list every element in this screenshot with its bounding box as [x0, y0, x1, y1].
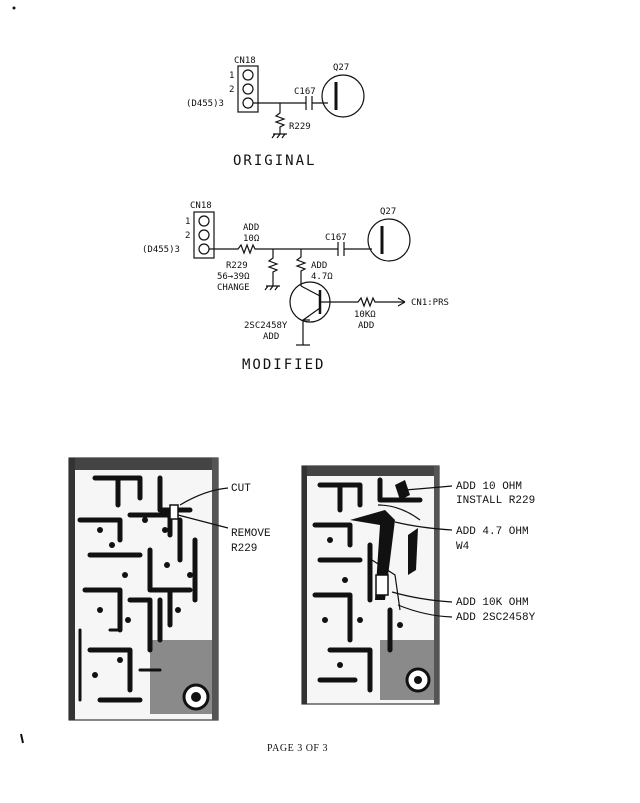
right-note-add-4p7ohm: ADD 4.7 OHM	[456, 526, 529, 538]
original-pin-3-label: (D455)3	[186, 99, 224, 109]
original-connector-label: CN18	[234, 56, 256, 66]
original-r229-label: R229	[289, 122, 311, 132]
original-c167-label: C167	[294, 87, 316, 97]
modified-r229-symbol	[264, 249, 280, 291]
modified-pin-1-label: 1	[185, 217, 190, 227]
modified-10k-symbol	[320, 296, 405, 308]
left-note-r229: R229	[231, 543, 257, 555]
modified-r229-change: CHANGE	[217, 283, 250, 293]
left-note-remove: REMOVE	[231, 528, 271, 540]
modified-2sc2458y-label: 2SC2458Y	[244, 321, 288, 331]
modified-caption: MODIFIED	[242, 357, 325, 373]
original-caption: ORIGINAL	[233, 153, 316, 169]
original-q27-label: Q27	[333, 63, 349, 73]
right-board-photo	[301, 465, 453, 705]
modified-add-10ohm-line1: ADD	[243, 223, 259, 233]
modified-add-4p7ohm-line1: ADD	[311, 261, 327, 271]
original-q27-symbol	[321, 74, 365, 118]
modified-connector-pin-2	[198, 229, 210, 241]
modified-add-10ohm-line2: 10Ω	[243, 234, 260, 244]
original-connector-pin-3	[242, 97, 254, 109]
page-footer: PAGE 3 OF 3	[267, 743, 328, 754]
modified-pin-3-label: (D455)3	[142, 245, 180, 255]
modified-10k-label: 10KΩ	[354, 310, 376, 320]
modified-2sc2458y-leads	[300, 285, 321, 345]
original-r229-symbol	[271, 103, 287, 139]
original-pin-2-label: 2	[229, 85, 234, 95]
scan-mark	[20, 733, 24, 744]
original-connector-body	[237, 65, 259, 113]
original-connector-pin-2	[242, 83, 254, 95]
modified-10k-add: ADD	[358, 321, 374, 331]
original-pin-1-label: 1	[229, 71, 234, 81]
modified-wire-to-10ohm	[209, 243, 338, 255]
modified-2sc2458y-add: ADD	[263, 332, 279, 342]
original-schematic: CN18 1 2 (D455)3 C167 Q27 R229 ORIGINAL	[186, 56, 365, 169]
right-note-add-10k: ADD 10K OHM	[456, 597, 529, 609]
modified-output-arrow	[397, 297, 406, 307]
modified-connector-label: CN18	[190, 201, 212, 211]
right-note-add-2sc2458y: ADD 2SC2458Y	[456, 612, 536, 624]
right-note-install-r229: INSTALL R229	[456, 495, 535, 507]
modified-c167-label: C167	[325, 233, 347, 243]
scan-speck	[12, 6, 16, 10]
modified-connector-pin-3	[198, 243, 210, 255]
modified-connector-body	[193, 211, 215, 259]
modified-add-4p7ohm-line2: 4.7Ω	[311, 272, 333, 282]
modified-q27-label: Q27	[380, 207, 396, 217]
modified-connector-pin-1	[198, 215, 210, 227]
modified-schematic: CN18 1 2 (D455)3 ADD 10Ω C167 Q27 R229 5…	[142, 201, 449, 373]
modified-output-label: CN1:PRS	[411, 298, 449, 308]
modified-4p7ohm-symbol	[295, 249, 307, 286]
modified-r229-label: R229	[226, 261, 248, 271]
original-connector-pin-1	[242, 69, 254, 81]
left-board-photo	[68, 457, 229, 721]
modified-pin-2-label: 2	[185, 231, 190, 241]
modified-r229-value: 56→39Ω	[217, 272, 250, 282]
right-note-add-10ohm: ADD 10 OHM	[456, 481, 522, 493]
left-note-cut: CUT	[231, 483, 251, 495]
right-note-w4: W4	[456, 541, 470, 553]
modified-q27-symbol	[367, 218, 411, 262]
